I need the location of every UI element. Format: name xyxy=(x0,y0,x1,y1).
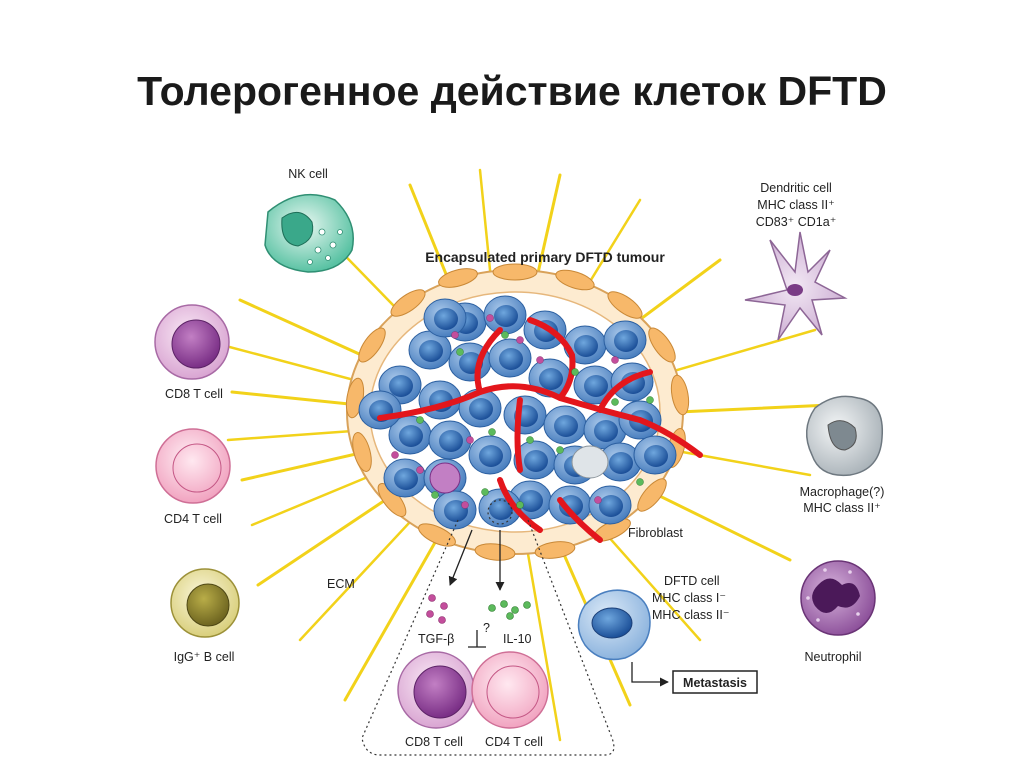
tgf-beta-dot xyxy=(391,451,399,459)
dftd-mhc2-label: MHC class II⁻ xyxy=(652,608,729,622)
cd8-t-cell xyxy=(154,304,230,380)
tgf-beta-dot xyxy=(466,436,474,444)
dftd-cell xyxy=(577,589,651,661)
il10-dot xyxy=(481,488,489,496)
il10-dot xyxy=(431,491,439,499)
tgf-beta-dot xyxy=(516,336,524,344)
macrophage-mhc-label: MHC class II⁺ xyxy=(803,501,880,515)
tgf-beta-dot xyxy=(611,356,619,364)
il10-dot xyxy=(488,428,496,436)
tgf-beta-label: TGF-β xyxy=(418,632,454,646)
tumour-cell-nucleus xyxy=(499,348,523,370)
il10-dot xyxy=(611,398,619,406)
il10-dots xyxy=(488,600,531,620)
il10-dot xyxy=(516,501,524,509)
tumour-cell-nucleus xyxy=(554,415,578,437)
dendritic-cell xyxy=(744,231,848,341)
cd8-t-cell-label: CD8 T cell xyxy=(165,387,223,401)
interaction-question: ? xyxy=(483,621,490,635)
tumour-cell-nucleus xyxy=(419,340,443,362)
metastasis-box xyxy=(672,670,758,694)
tumour-cell-nucleus xyxy=(434,308,458,330)
tgf-beta-dot xyxy=(461,501,469,509)
tumour-cell-nucleus xyxy=(469,398,493,420)
infiltrating-t-cell xyxy=(429,462,461,494)
tumour-cell-nucleus xyxy=(559,495,583,517)
il10-dot xyxy=(501,331,509,339)
neutrophil xyxy=(800,560,876,636)
cd4-t-cell-label: CD4 T cell xyxy=(164,512,222,526)
il10-dot xyxy=(556,446,564,454)
il10-dot xyxy=(416,416,424,424)
nk-cell-label: NK cell xyxy=(288,167,328,181)
dendritic-cell-label: Dendritic cell xyxy=(760,181,832,195)
metastasis-label: Metastasis xyxy=(683,676,747,690)
tgf-beta-dot xyxy=(416,466,424,474)
tumour-cell-nucleus xyxy=(609,452,633,474)
slide-title: Толерогенное действие клеток DFTD xyxy=(137,68,887,114)
inhibition-symbol xyxy=(468,630,486,648)
inset-cd8-label: CD8 T cell xyxy=(405,735,463,749)
inset-outline xyxy=(361,499,615,756)
macrophage-in-tumour xyxy=(571,445,609,479)
igg-b-cell-label: IgG⁺ B cell xyxy=(174,650,235,664)
cd4-t-cell xyxy=(155,428,231,504)
tgf-beta-dot xyxy=(594,496,602,504)
tumour-cell-nucleus xyxy=(614,330,638,352)
il10-dot xyxy=(636,478,644,486)
ecm-label: ECM xyxy=(327,577,355,591)
tumour-cell-nucleus xyxy=(389,375,413,397)
secreted-factors xyxy=(391,314,654,509)
nk-cell xyxy=(264,193,354,273)
tgf-beta-dot xyxy=(451,331,459,339)
tumour-cell-nucleus xyxy=(524,450,548,472)
il10-dot xyxy=(526,436,534,444)
igg-b-cell xyxy=(170,568,240,638)
dftd-cell-label: DFTD cell xyxy=(664,574,720,588)
tumour-cell-nucleus xyxy=(394,468,418,490)
il10-label: IL-10 xyxy=(503,632,532,646)
tumour-cell-nucleus xyxy=(594,420,618,442)
tgf-beta-dots xyxy=(426,594,448,624)
metastasis-arrow xyxy=(631,662,669,687)
tumour-cell-nucleus xyxy=(644,445,668,467)
dendritic-cd-label: CD83⁺ CD1a⁺ xyxy=(756,215,837,229)
il10-dot xyxy=(456,348,464,356)
tumour-cell-nucleus xyxy=(599,495,623,517)
tumour-cell-nucleus xyxy=(539,368,563,390)
tumour-cell-nucleus xyxy=(574,335,598,357)
macrophage-label: Macrophage(?) xyxy=(800,485,885,499)
il10-dot xyxy=(571,368,579,376)
tgf-arrow xyxy=(448,529,473,586)
tumour-cell-nucleus xyxy=(494,305,518,327)
inset-cd4-label: CD4 T cell xyxy=(485,735,543,749)
macrophage xyxy=(806,395,884,477)
tgf-beta-dot xyxy=(536,356,544,364)
tumour-cell-nucleus xyxy=(399,425,423,447)
inset-cd4-t-cell xyxy=(471,651,549,729)
tumour-cell-nucleus xyxy=(489,498,513,520)
tgf-beta-dot xyxy=(486,314,494,322)
tumour-cell-nucleus xyxy=(584,375,608,397)
blood-vessels xyxy=(377,317,703,543)
inset-cd8-t-cell xyxy=(397,651,475,729)
tumour-cell-nucleus xyxy=(479,445,503,467)
neutrophil-label: Neutrophil xyxy=(805,650,862,664)
tumour-cell-nucleus xyxy=(439,430,463,452)
il10-dot xyxy=(646,396,654,404)
tumour-label: Encapsulated primary DFTD tumour xyxy=(425,249,665,265)
dendritic-mhc-label: MHC class II⁺ xyxy=(757,198,834,212)
fibroblast-label: Fibroblast xyxy=(628,526,683,540)
tumour-cell-nucleus xyxy=(519,490,543,512)
dftd-mhc1-label: MHC class I⁻ xyxy=(652,591,726,605)
